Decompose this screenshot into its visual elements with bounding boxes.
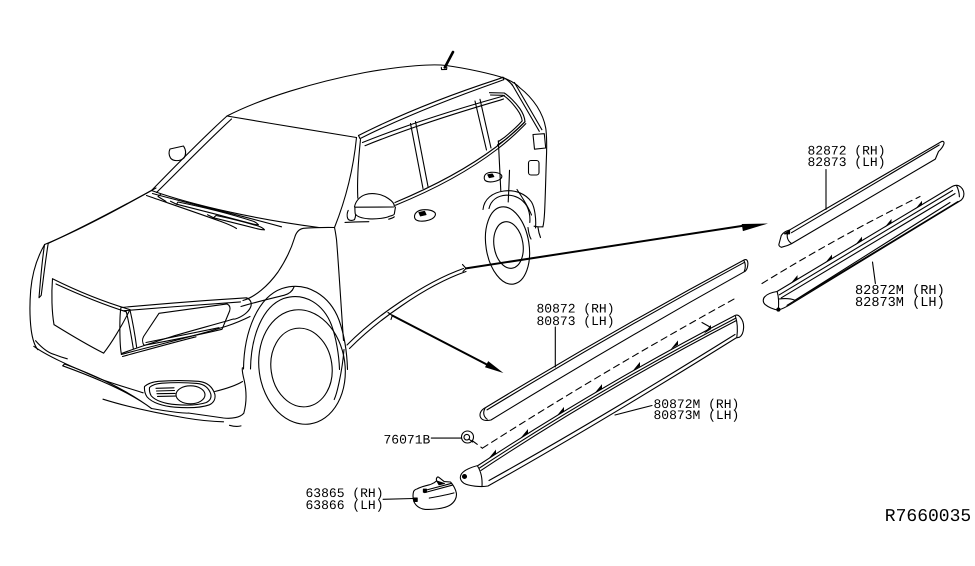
svg-text:80873 (LH): 80873 (LH)	[537, 314, 615, 329]
svg-text:82872M (RH): 82872M (RH)	[855, 284, 945, 299]
svg-text:76071B: 76071B	[384, 432, 431, 447]
svg-text:82873M (LH): 82873M (LH)	[855, 296, 945, 311]
svg-text:R7660035: R7660035	[885, 507, 971, 527]
svg-text:82872 (RH): 82872 (RH)	[808, 143, 886, 158]
svg-text:80872 (RH): 80872 (RH)	[537, 301, 615, 316]
svg-text:63866 (LH): 63866 (LH)	[306, 498, 384, 513]
svg-text:63865 (RH): 63865 (RH)	[306, 486, 384, 501]
svg-text:82873 (LH): 82873 (LH)	[808, 155, 886, 170]
svg-text:80873M (LH): 80873M (LH)	[654, 408, 740, 423]
svg-text:80872M (RH): 80872M (RH)	[654, 397, 740, 412]
